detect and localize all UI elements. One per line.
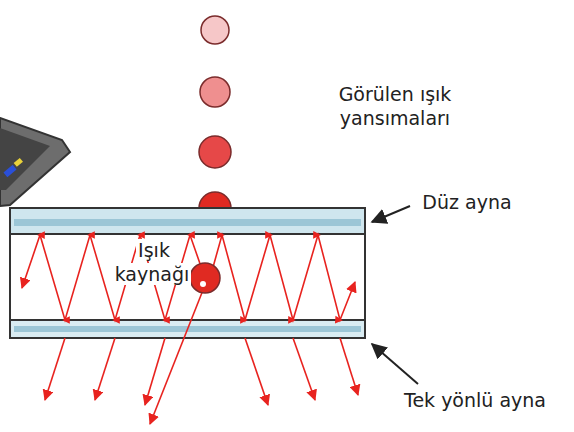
label-text: Tek yönlü ayna bbox=[404, 389, 546, 411]
label-text: Görülen ışık yansımaları bbox=[325, 82, 465, 130]
camera-device bbox=[0, 118, 70, 206]
flat-mirror bbox=[10, 208, 365, 234]
label-text: Işık kaynağı bbox=[108, 238, 198, 286]
label-text: Tek yönlü ayna bbox=[385, 388, 565, 412]
label-text: Düz ayna bbox=[422, 191, 511, 213]
mirror-box bbox=[10, 208, 365, 338]
light-source bbox=[190, 263, 220, 293]
leader-arrow bbox=[372, 206, 410, 222]
light-rays bbox=[22, 235, 358, 424]
leader-arrow bbox=[372, 344, 418, 384]
label-text: Işık kaynağı bbox=[115, 239, 192, 285]
label-text: Görülen ışık yansımaları bbox=[339, 83, 452, 129]
reflection-dots bbox=[199, 16, 231, 224]
label-text: Düz ayna bbox=[412, 190, 522, 214]
